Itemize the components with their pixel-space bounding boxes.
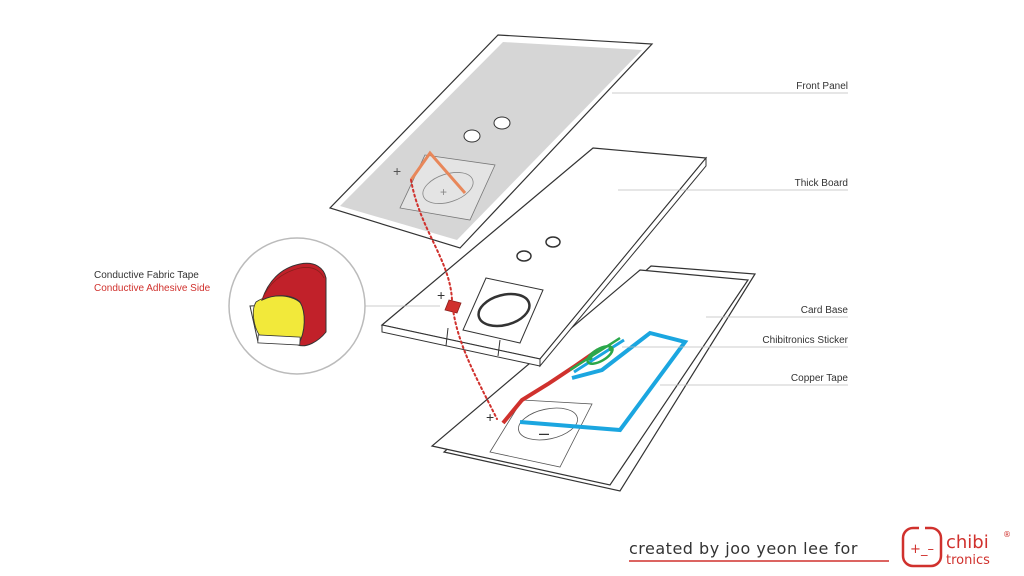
front-panel-battery-area (399, 154, 496, 221)
label-conductive-fabric-tape: Conductive Fabric Tape (94, 270, 199, 281)
inset-fabric-tape-top (261, 267, 325, 301)
logo-face-icon: +_– (910, 542, 934, 557)
front-panel-hole-2 (463, 129, 481, 143)
thick-board-plus-symbol: + (437, 287, 445, 303)
fabric-tape-inset (228, 237, 366, 375)
thick-board-conductive-patch (444, 299, 462, 314)
label-front-panel: Front Panel (796, 81, 848, 92)
card-base-battery-outline (518, 407, 578, 441)
card-base-minus-symbol: – (539, 423, 549, 443)
front-panel-battery-outline (422, 172, 474, 204)
conductive-path-dotted (410, 179, 498, 420)
card-base-battery-area (489, 399, 593, 468)
thick-board-hole-1 (545, 236, 561, 248)
thick-board-battery-hole (477, 292, 531, 328)
logo-brand-bottom: tronics (946, 553, 990, 568)
front-panel-layer: + + (328, 34, 654, 249)
logo-registered-mark: ® (1003, 530, 1011, 539)
copper-tape-trace (519, 330, 689, 433)
label-card-base: Card Base (801, 305, 849, 316)
thick-board-side-edge (539, 156, 707, 368)
chibitronics-logo: +_– chibi tronics ® (901, 524, 1011, 568)
thick-board-layer: + (380, 147, 708, 368)
card-base-layer: – + (430, 265, 757, 492)
label-copper-tape: Copper Tape (791, 373, 849, 384)
label-conductive-adhesive-side: Conductive Adhesive Side (94, 283, 211, 294)
credit-text: created by joo yeon lee for (629, 539, 858, 558)
inset-fabric-tape (261, 262, 327, 347)
label-chibitronics-sticker: Chibitronics Sticker (762, 335, 848, 346)
thick-board-hole-2 (516, 250, 532, 262)
logo-brand-top: chibi (946, 532, 989, 553)
front-panel-battery-plus: + (440, 185, 447, 199)
front-panel-hole-1 (493, 116, 511, 130)
front-panel-plus-symbol: + (393, 163, 401, 179)
leader-lines (330, 92, 848, 386)
front-panel-trace (409, 150, 467, 194)
card-base-plus-symbol: + (486, 409, 494, 425)
chibitronics-sticker (569, 336, 625, 374)
label-thick-board: Thick Board (795, 178, 848, 189)
